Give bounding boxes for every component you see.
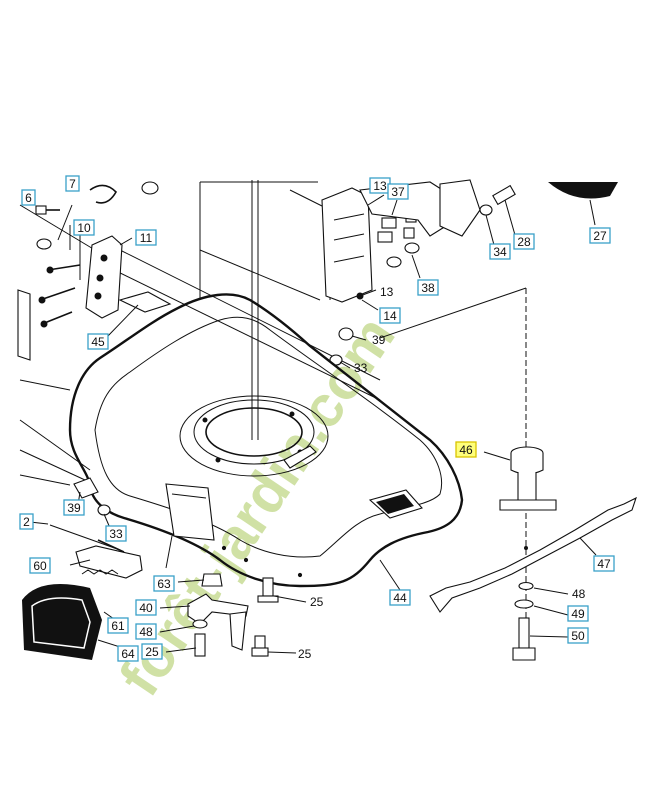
callout-box bbox=[63, 499, 85, 516]
callout-label-14: 14 bbox=[379, 307, 401, 324]
callout-number: 13 bbox=[373, 179, 387, 193]
callout-label-49: 49 bbox=[567, 605, 589, 622]
mower-deck bbox=[49, 293, 464, 588]
callout-label-44: 44 bbox=[389, 589, 411, 606]
callout-number: 27 bbox=[593, 229, 607, 243]
callout-number: 34 bbox=[493, 245, 507, 259]
blade-assembly bbox=[379, 287, 637, 661]
callout-box bbox=[589, 227, 611, 244]
callout-label-60: 60 bbox=[29, 557, 51, 574]
part-number-33: 33 bbox=[354, 361, 368, 375]
part-number-39: 39 bbox=[372, 333, 386, 347]
callout-number: 61 bbox=[111, 619, 125, 633]
callout-number: 14 bbox=[383, 309, 397, 323]
boxed-labels: 6 7 10 11 13 37 14 38 34 28 27 45 46 47 49 50 44 39 33 60 63… bbox=[19, 175, 615, 662]
callout-number: 45 bbox=[91, 335, 105, 349]
callout-number: 7 bbox=[69, 177, 76, 191]
callout-label-13: 13 bbox=[369, 177, 391, 194]
callout-number: 39 bbox=[67, 501, 81, 515]
callout-number: 40 bbox=[139, 601, 153, 615]
callout-box bbox=[593, 555, 615, 572]
callout-box bbox=[141, 643, 163, 660]
callout-box bbox=[489, 243, 511, 260]
callout-box bbox=[567, 605, 589, 622]
callout-label-63: 63 bbox=[153, 575, 175, 592]
callout-label-48: 48 bbox=[135, 623, 157, 640]
callout-label-45: 45 bbox=[87, 333, 109, 350]
callout-box bbox=[455, 441, 477, 458]
callout-number: 28 bbox=[517, 235, 531, 249]
callout-label-2: 2 bbox=[19, 513, 34, 530]
callout-box bbox=[135, 229, 157, 246]
callout-label-47: 47 bbox=[593, 555, 615, 572]
callout-label-6: 6 bbox=[21, 189, 36, 206]
callout-box bbox=[21, 189, 36, 206]
callout-number: 46 bbox=[459, 443, 473, 457]
callout-label-64: 64 bbox=[117, 645, 139, 662]
callout-box bbox=[87, 333, 109, 350]
callout-box bbox=[19, 513, 34, 530]
callout-number: 38 bbox=[421, 281, 435, 295]
callout-box bbox=[417, 279, 439, 296]
callout-label-46: 46 bbox=[455, 441, 477, 458]
part-number-48: 48 bbox=[572, 587, 586, 601]
callout-label-28: 28 bbox=[513, 233, 535, 250]
part-number-25: 25 bbox=[298, 647, 312, 661]
callout-number: 11 bbox=[140, 231, 153, 245]
callout-number: 64 bbox=[121, 647, 135, 661]
callout-label-10: 10 bbox=[73, 219, 95, 236]
callout-number: 33 bbox=[109, 527, 123, 541]
callout-label-38: 38 bbox=[417, 279, 439, 296]
callout-label-33: 33 bbox=[105, 525, 127, 542]
callout-box bbox=[117, 645, 139, 662]
callout-label-7: 7 bbox=[65, 175, 80, 192]
callout-number: 50 bbox=[571, 629, 585, 643]
part-number-25: 25 bbox=[310, 595, 324, 609]
callout-number: 37 bbox=[391, 185, 405, 199]
callout-box bbox=[73, 219, 95, 236]
callout-box bbox=[153, 575, 175, 592]
callout-box bbox=[29, 557, 51, 574]
callout-number: 49 bbox=[571, 607, 585, 621]
callout-number: 63 bbox=[157, 577, 171, 591]
callout-label-34: 34 bbox=[489, 243, 511, 260]
callout-label-11: 11 bbox=[135, 229, 157, 246]
callout-box bbox=[567, 627, 589, 644]
callout-box bbox=[135, 623, 157, 640]
callout-box bbox=[107, 617, 129, 634]
callout-number: 47 bbox=[597, 557, 611, 571]
callout-label-39: 39 bbox=[63, 499, 85, 516]
leader-lines bbox=[29, 194, 597, 654]
callout-label-50: 50 bbox=[567, 627, 589, 644]
callout-box bbox=[65, 175, 80, 192]
callout-box bbox=[387, 183, 409, 200]
callout-label-61: 61 bbox=[107, 617, 129, 634]
callout-box bbox=[513, 233, 535, 250]
callout-number: 60 bbox=[33, 559, 47, 573]
callout-number: 2 bbox=[23, 515, 30, 529]
callout-box bbox=[389, 589, 411, 606]
callout-number: 10 bbox=[77, 221, 91, 235]
upper-right-linkage bbox=[321, 179, 618, 366]
left-hardware bbox=[17, 181, 172, 361]
callout-number: 6 bbox=[25, 191, 32, 205]
callout-box bbox=[379, 307, 401, 324]
callout-box bbox=[105, 525, 127, 542]
plain-labels: 13 39 33 48 25 25 bbox=[298, 285, 586, 661]
callout-label-25: 25 bbox=[141, 643, 163, 660]
callout-label-27: 27 bbox=[589, 227, 611, 244]
callout-box bbox=[135, 599, 157, 616]
callout-label-40: 40 bbox=[135, 599, 157, 616]
callout-number: 44 bbox=[393, 591, 407, 605]
callout-number: 25 bbox=[145, 645, 159, 659]
callout-label-37: 37 bbox=[387, 183, 409, 200]
callout-number: 48 bbox=[139, 625, 153, 639]
part-number-13: 13 bbox=[380, 285, 394, 299]
